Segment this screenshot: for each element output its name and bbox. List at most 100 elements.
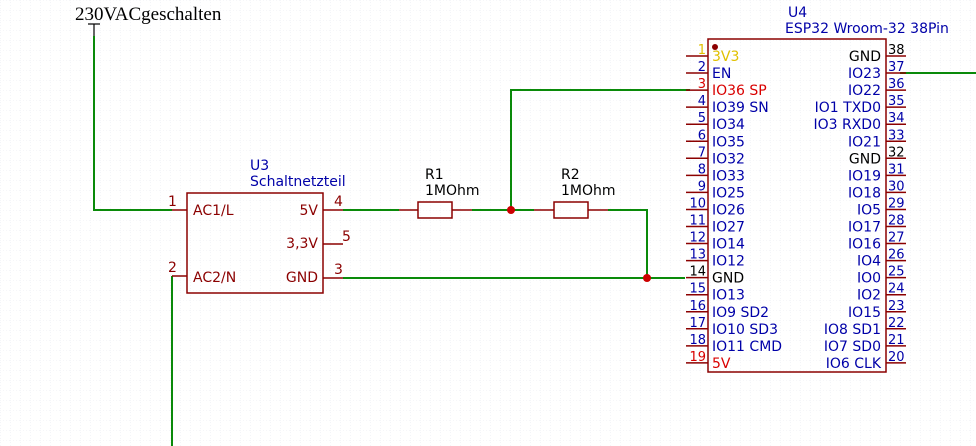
u4-pin-num: 13	[689, 248, 706, 263]
r2-resistor[interactable]: R2 1MOhm	[534, 167, 616, 219]
u4-pin-name: IO32	[712, 151, 745, 167]
r2-value: 1MOhm	[561, 183, 616, 199]
junction-dot	[507, 206, 515, 214]
u4-pin-num: 8	[698, 162, 706, 177]
u3-ref: U3	[250, 158, 269, 174]
u4-pin-num: 24	[888, 282, 905, 297]
u3-pin-num: 4	[334, 194, 343, 210]
u3-pin-name: AC2/N	[193, 270, 236, 286]
u4-pin-name: IO1 TXD0	[815, 100, 881, 116]
u4-pin-num: 31	[888, 162, 905, 177]
u4-pin-num: 25	[888, 265, 905, 280]
u4-pin-name: IO2	[857, 288, 881, 304]
u4-pin-num: 16	[689, 299, 706, 314]
u4-pin-name: IO12	[712, 254, 745, 270]
u4-pin-num: 17	[689, 316, 706, 331]
net-label-text: 230VACgeschalten	[75, 4, 222, 25]
u4-pin-name: IO23	[848, 66, 881, 82]
u4-pin-name: IO33	[712, 168, 745, 184]
u4-pin-num: 18	[689, 333, 706, 348]
junction-dot	[643, 274, 651, 282]
u4-pin-num: 9	[698, 179, 706, 194]
u4-pin-name: GND	[849, 49, 881, 65]
u4-body	[707, 38, 887, 373]
u4-pin-num: 10	[689, 196, 706, 211]
u4-pin-name: IO14	[712, 237, 745, 253]
u4-pin-num: 26	[888, 248, 905, 263]
u4-pin-name: IO19	[848, 168, 881, 184]
wire-r2-gnd[interactable]	[608, 209, 648, 278]
u4-pin-name: IO21	[848, 134, 881, 150]
u3-pin-num: 1	[168, 194, 177, 210]
u3-pin-name: 5V	[300, 203, 319, 219]
u4-pin-name: IO7 SD0	[824, 339, 881, 355]
u4-pin-num: 36	[888, 77, 905, 92]
u3-pin-num: 5	[342, 229, 351, 245]
u3-value: Schaltnetzteil	[250, 174, 346, 190]
net-label-230vac[interactable]: 230VACgeschalten	[75, 4, 222, 36]
u3-power-supply[interactable]: U3 Schaltnetzteil 1 AC1/L 2 AC2/N 4 5V 5…	[168, 158, 351, 294]
u4-pin-name: IO39 SN	[712, 100, 769, 116]
u4-pin-num: 4	[698, 94, 706, 109]
u4-pin-num: 22	[888, 316, 905, 331]
u4-pin-name: IO4	[857, 254, 881, 270]
u4-pin-num: 35	[888, 94, 905, 109]
u4-pin-name: IO15	[848, 305, 881, 321]
u4-pin-name: IO16	[848, 237, 881, 253]
r1-ref: R1	[425, 167, 444, 183]
u4-pin-num: 5	[698, 111, 706, 126]
u4-pin-num: 28	[888, 214, 905, 229]
wire-ac-line[interactable]	[93, 36, 172, 211]
r1-resistor[interactable]: R1 1MOhm	[399, 167, 480, 219]
u4-pin-name: IO6 CLK	[826, 356, 882, 372]
u4-pin-num: 12	[689, 231, 706, 246]
u4-pin-name: IO3 RXD0	[813, 117, 881, 133]
u4-pin-name: 5V	[712, 356, 731, 372]
pin1-marker	[712, 44, 718, 50]
r1-value: 1MOhm	[425, 183, 480, 199]
u4-pin-num: 15	[689, 282, 706, 297]
u4-pin-num: 1	[698, 43, 706, 58]
u4-pin-name: IO8 SD1	[824, 322, 881, 338]
u4-pin-name: IO17	[848, 220, 881, 236]
u4-pin-num: 29	[888, 196, 905, 211]
u4-pin-num: 21	[888, 333, 905, 348]
u4-pin-name: IO22	[848, 83, 881, 99]
u4-pin-name: IO27	[712, 220, 745, 236]
u4-pin-name: 3V3	[712, 49, 739, 65]
u4-pin-num: 11	[689, 214, 706, 229]
u4-pin-name: EN	[712, 66, 731, 82]
u3-pin-name: AC1/L	[193, 203, 234, 219]
u4-pin-name: IO35	[712, 134, 745, 150]
u4-pin-name: IO5	[857, 202, 881, 218]
u3-pin-name: GND	[286, 270, 318, 286]
u4-pin-name: IO0	[857, 271, 881, 287]
u4-pin-num: 34	[888, 111, 905, 126]
u4-pin-name: IO11 CMD	[712, 339, 782, 355]
u4-pin-name: IO13	[712, 288, 745, 304]
u4-pin-name: IO36 SP	[712, 83, 767, 99]
u4-pin-name: IO9 SD2	[712, 305, 769, 321]
u4-pin-name: IO34	[712, 117, 745, 133]
u4-pin-num: 19	[689, 350, 706, 365]
u4-pin-num: 2	[698, 60, 706, 75]
u4-value: ESP32 Wroom-32 38Pin	[785, 21, 949, 37]
wire-sense-io36[interactable]	[510, 89, 690, 210]
u4-pin-name: GND	[712, 271, 744, 287]
u3-pin-name: 3,3V	[286, 236, 318, 252]
u4-pin-num: 32	[888, 145, 905, 160]
u4-pin-num: 7	[698, 145, 706, 160]
u4-pin-name: GND	[849, 151, 881, 167]
u4-pin-num: 38	[888, 43, 905, 58]
u4-pin-name: IO26	[712, 202, 745, 218]
wires	[93, 36, 976, 446]
u3-pin-num: 3	[334, 262, 343, 278]
u4-pin-name: IO25	[712, 185, 745, 201]
u4-pin-num: 3	[698, 77, 706, 92]
u4-pin-num: 6	[698, 128, 706, 143]
